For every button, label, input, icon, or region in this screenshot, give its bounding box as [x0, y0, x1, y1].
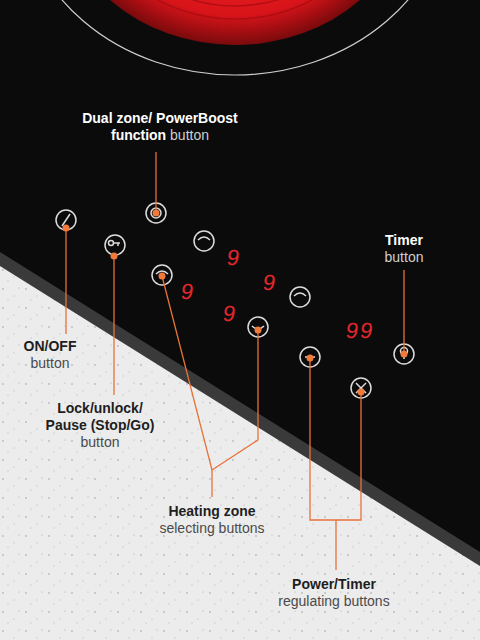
power-level-display: 9 — [222, 302, 240, 326]
function-name: Timer — [385, 232, 423, 248]
callout-label: Power/Timer regulating buttons — [267, 576, 401, 610]
callout-label: Dual zone/ PowerBoost function button — [70, 110, 250, 144]
function-name: Dual zone/ PowerBoost function — [82, 110, 238, 143]
callout-label: ON/OFF button — [17, 338, 83, 372]
callout-dots — [63, 210, 408, 396]
function-name: Lock/unlock/ Pause (Stop/Go) — [46, 400, 155, 433]
button-word: regulating buttons — [278, 593, 389, 609]
function-name: ON/OFF — [24, 338, 77, 354]
button-word: button — [31, 355, 70, 371]
function-name: Power/Timer — [292, 576, 376, 592]
callout-label: Heating zone selecting buttons — [150, 503, 274, 537]
callout-label: Timer button — [375, 232, 433, 266]
callout-label: Lock/unlock/ Pause (Stop/Go) button — [37, 400, 163, 451]
power-level-display: 9 — [180, 280, 198, 304]
power-level-display: 9 — [262, 271, 280, 295]
power-level-display: 99 — [344, 319, 376, 343]
heating-zone — [60, 0, 410, 45]
zone-ring — [20, 0, 450, 75]
button-word: button — [81, 434, 120, 450]
leader-lines — [66, 152, 404, 570]
countertop — [0, 266, 480, 640]
touch-buttons — [56, 203, 414, 398]
power-level-display: 9 — [226, 246, 244, 270]
button-word: button — [385, 249, 424, 265]
button-word: button — [170, 127, 209, 143]
function-name: Heating zone — [168, 503, 255, 519]
button-word: selecting buttons — [159, 520, 264, 536]
